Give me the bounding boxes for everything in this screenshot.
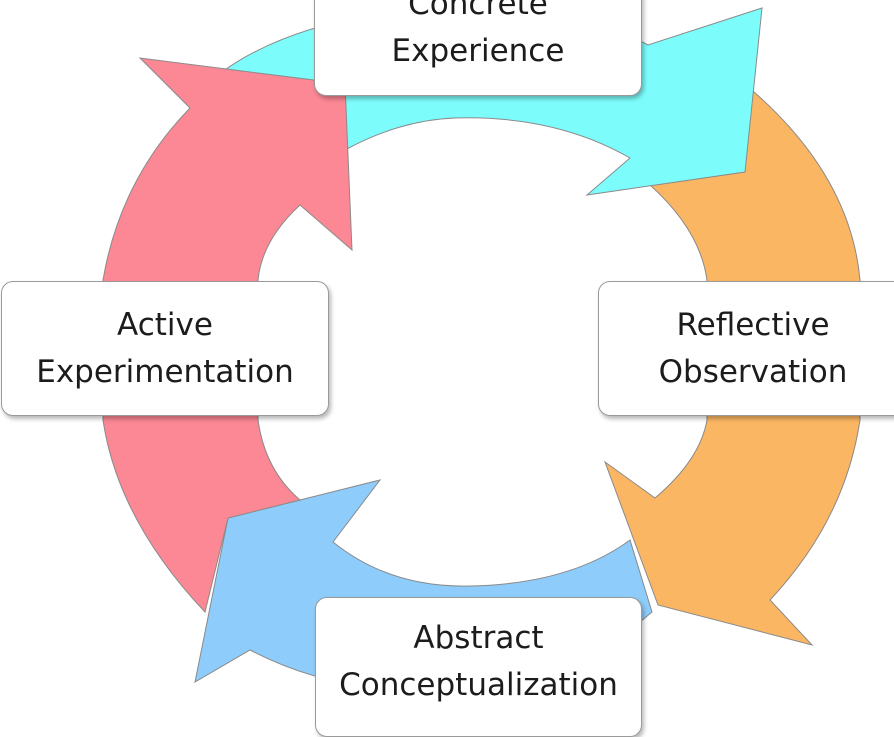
stage-label-line2: Conceptualization (339, 667, 618, 703)
stage-label-line2: Experience (391, 33, 565, 69)
stage-label-line1: Concrete (408, 0, 548, 22)
stage-label-line1: Abstract (413, 620, 544, 656)
stage-box-concrete-experience: Concrete Experience (314, 0, 642, 96)
stage-box-active-experimentation: Active Experimentation (1, 281, 329, 416)
stage-label-line1: Reflective (676, 306, 830, 343)
stage-box-reflective-observation: Reflective Observation (598, 281, 894, 416)
stage-label-line2: Experimentation (36, 353, 294, 390)
stage-label-line1: Active (117, 306, 213, 343)
stage-label-line2: Observation (658, 353, 848, 390)
stage-box-abstract-conceptualization: Abstract Conceptualization (315, 597, 642, 737)
